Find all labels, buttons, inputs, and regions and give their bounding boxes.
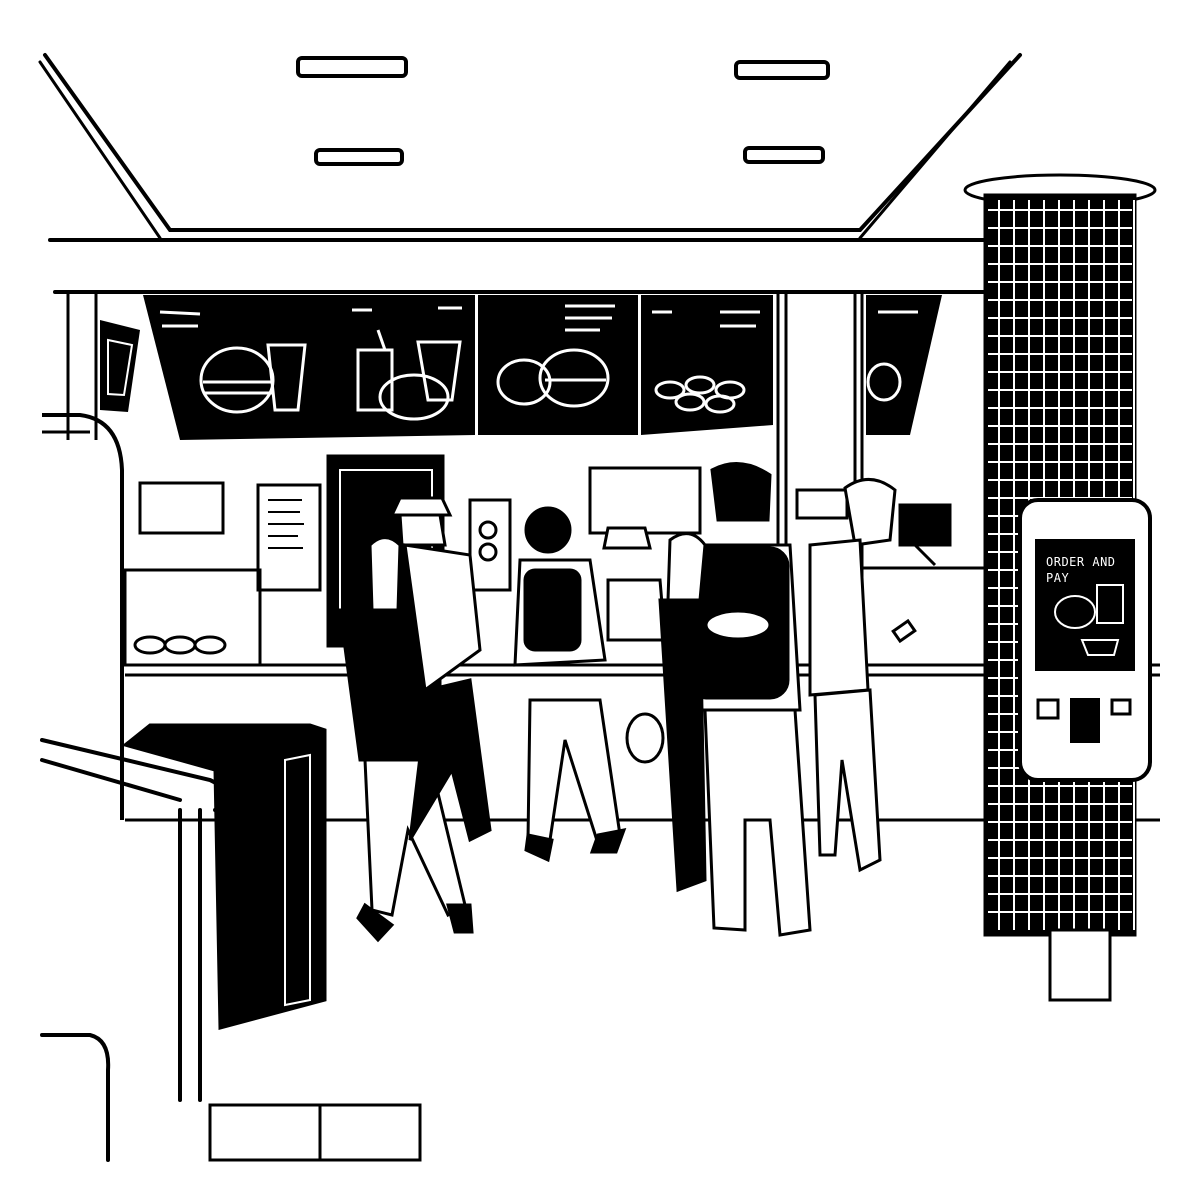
burger-icon [378,373,450,421]
fries-icon [266,343,307,412]
burger-icon [496,358,552,406]
menu-board [478,295,638,435]
ceiling-light [743,146,825,164]
order-kiosk: ORDER AND PAY [1018,498,1152,1002]
receipt-slot [1110,698,1132,716]
burger-icon [1054,595,1096,629]
drink-cup-icon [1096,584,1124,624]
menu-board [641,295,773,435]
menu-board [143,295,475,440]
fries-icon [416,340,462,402]
wall-frame [138,481,225,535]
card-reader [1036,698,1060,720]
customer-ponytail [338,536,474,943]
ceiling-light [734,60,830,80]
wall-monitor [100,320,140,412]
customer-phone [808,478,917,873]
menu-board [866,295,942,435]
burger-icon [866,362,902,402]
trash-bin [121,723,327,1030]
customer-backpack-center [513,506,627,863]
phone-icon [891,618,917,644]
ceiling-light [296,56,408,78]
kiosk-heading-line1: ORDER AND [1046,555,1116,569]
kiosk-base [1048,928,1112,1002]
customer-blonde [625,532,707,893]
kiosk-heading-line2: PAY [1046,571,1069,585]
burger-icon [538,348,610,408]
customer-large-backpack [686,462,812,937]
floor-grate [208,1103,422,1162]
fries-icon [1080,639,1120,656]
ceiling [38,53,1022,294]
escalator-rail [40,738,233,1162]
nugget-icon [654,380,686,400]
ceiling-light [314,148,404,166]
menu-sheet [256,483,322,592]
customer-hat [389,496,492,843]
coffee-machine [468,498,512,592]
payment-terminal [1070,698,1100,743]
pos-monitor [898,503,952,547]
